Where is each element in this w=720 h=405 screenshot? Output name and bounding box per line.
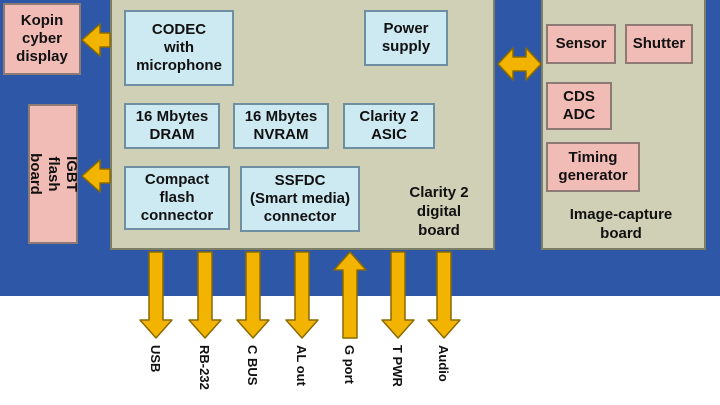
port-label-usb: USB [148, 345, 163, 373]
cds-adc-module: CDS ADC [546, 82, 612, 130]
arrow-to-igbt [81, 159, 111, 193]
arrow-cbus [236, 251, 270, 339]
arrow-board-link [497, 47, 542, 81]
ssfdc-connector: SSFDC (Smart media) connector [240, 166, 360, 232]
port-label-tpwr: T PWR [390, 345, 405, 387]
port-label-cbus: C BUS [245, 345, 260, 386]
timing-generator-module: Timing generator [546, 142, 640, 192]
port-label-rs232: RB-232 [197, 345, 212, 390]
port-label-audio: Audio [436, 345, 451, 382]
image-capture-board-label: Image-capture board [569, 206, 673, 242]
port-label-gport: G port [342, 345, 357, 384]
asic-module: Clarity 2 ASIC [343, 103, 435, 149]
arrow-gport [333, 251, 367, 339]
kopin-cyber-display: Kopin cyber display [3, 3, 81, 75]
arrow-tpwr [381, 251, 415, 339]
codec-module: CODEC with microphone [124, 10, 234, 86]
arrow-audio [427, 251, 461, 339]
digital-board-label: Clarity 2 digital board [409, 184, 469, 239]
arrow-rs232 [188, 251, 222, 339]
nvram-module: 16 Mbytes NVRAM [233, 103, 329, 149]
arrow-usb [139, 251, 173, 339]
arrow-alout [285, 251, 319, 339]
igbt-flash-board: IGBT flash board [27, 104, 80, 244]
dram-module: 16 Mbytes DRAM [124, 103, 220, 149]
compact-flash-connector: Compact flash connector [124, 166, 230, 230]
arrow-to-kopin [81, 23, 111, 57]
power-supply-module: Power supply [364, 10, 448, 66]
port-label-alout: AL out [294, 345, 309, 386]
sensor-module: Sensor [546, 24, 616, 64]
shutter-module: Shutter [625, 24, 693, 64]
